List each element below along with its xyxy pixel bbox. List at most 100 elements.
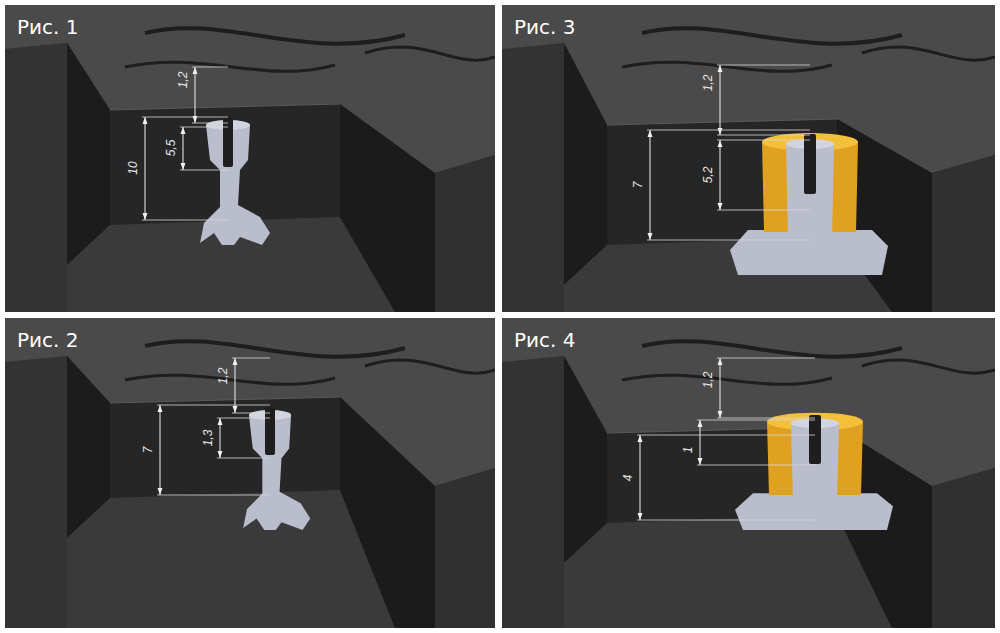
pocket-back-wall	[110, 397, 340, 498]
lower-slab	[502, 356, 564, 628]
dimension-stroke	[145, 117, 146, 220]
arrowhead	[718, 203, 723, 210]
dimension-value: 1,2	[702, 372, 714, 389]
dimension-stroke	[720, 65, 721, 135]
extension-line	[192, 67, 228, 68]
figure-caption: Рис. 3	[514, 15, 576, 39]
pocket-floor	[564, 515, 892, 628]
block-front-face	[340, 104, 435, 312]
extension-line	[717, 135, 810, 136]
arrowhead	[143, 117, 148, 124]
arrowhead	[218, 451, 223, 458]
extension-line	[232, 358, 270, 359]
extension-line	[217, 458, 270, 459]
panel-scene	[502, 5, 995, 312]
arrowhead	[718, 411, 723, 418]
arrowhead	[158, 488, 163, 495]
arrowhead	[718, 65, 723, 72]
panel-scene	[5, 5, 495, 312]
arrowhead	[698, 420, 703, 427]
dimension-value: 1	[682, 447, 694, 454]
dimension-stroke	[195, 67, 196, 123]
pocket-floor	[67, 490, 395, 628]
arrowhead	[181, 127, 186, 134]
dimension-stroke	[720, 140, 721, 210]
arrowhead	[648, 130, 653, 137]
dimension-stroke	[720, 358, 721, 418]
relief-groove	[642, 28, 902, 44]
arrowhead	[218, 418, 223, 425]
dimension-value: 1,2	[217, 368, 229, 385]
figure-panel: Рис. 4	[502, 318, 995, 628]
arrowhead	[638, 435, 643, 442]
screw	[809, 415, 821, 464]
figure-panel: Рис. 1	[5, 5, 495, 312]
block-right-face	[932, 155, 995, 312]
extension-line	[717, 65, 810, 66]
figure-caption: Рис. 2	[17, 328, 79, 352]
arrowhead	[143, 213, 148, 220]
screw	[265, 407, 275, 455]
arrowhead	[698, 458, 703, 465]
dimension-line	[142, 117, 228, 220]
dimension-line	[217, 418, 270, 458]
figure-caption: Рис. 4	[514, 328, 576, 352]
screw	[223, 117, 233, 167]
extension-line	[192, 123, 228, 124]
relief-groove	[145, 28, 405, 44]
dimension-value: 4	[622, 475, 634, 482]
panel-scene	[5, 318, 495, 628]
extension-line	[717, 358, 815, 359]
block-right-face	[435, 155, 495, 312]
dimension-value: 5,5	[165, 140, 177, 157]
edge-highlight	[607, 119, 837, 125]
panel-scene	[502, 318, 995, 628]
arrowhead	[718, 358, 723, 365]
pin-section	[243, 415, 310, 530]
screw	[804, 134, 816, 194]
dimension-stroke	[650, 130, 651, 240]
figure-panel: Рис. 2	[5, 318, 495, 628]
relief-groove	[862, 47, 995, 60]
relief-groove	[365, 47, 495, 60]
relief-groove	[125, 375, 335, 384]
dimension-stroke	[160, 405, 161, 495]
dimension-value: 1,2	[177, 72, 189, 89]
arrowhead	[648, 233, 653, 240]
dimension-value: 1,3	[202, 430, 214, 447]
arrowhead	[158, 405, 163, 412]
figure-panel: Рис. 3	[502, 5, 995, 312]
panel-ground	[502, 5, 995, 312]
figure-caption: Рис. 1	[17, 15, 79, 39]
extension-line	[647, 130, 810, 131]
dimension-value: 1,2	[702, 75, 714, 92]
relief-groove	[365, 360, 495, 373]
arrowhead	[193, 67, 198, 74]
extension-line	[217, 418, 270, 419]
arrowhead	[718, 128, 723, 135]
arrowhead	[638, 513, 643, 520]
extension-line	[717, 210, 810, 211]
dimension-line	[717, 140, 810, 210]
pin-section	[200, 125, 270, 245]
block-right-face	[932, 468, 995, 628]
arrowhead	[181, 163, 186, 170]
arrowhead	[233, 406, 238, 413]
extension-line	[647, 240, 810, 241]
lower-slab	[502, 43, 564, 312]
extension-line	[157, 405, 270, 406]
lower-slab	[5, 43, 67, 312]
extension-line	[180, 127, 228, 128]
dimension-line	[717, 358, 815, 418]
pocket-side-wall	[564, 43, 607, 285]
extension-line	[142, 117, 228, 118]
panel-ground	[5, 5, 495, 312]
lower-slab	[5, 356, 67, 628]
extension-line	[157, 495, 270, 496]
block-front-face	[340, 397, 435, 628]
dimension-value: 10	[127, 161, 139, 174]
dimension-line	[192, 67, 228, 123]
relief-groove	[622, 62, 832, 71]
